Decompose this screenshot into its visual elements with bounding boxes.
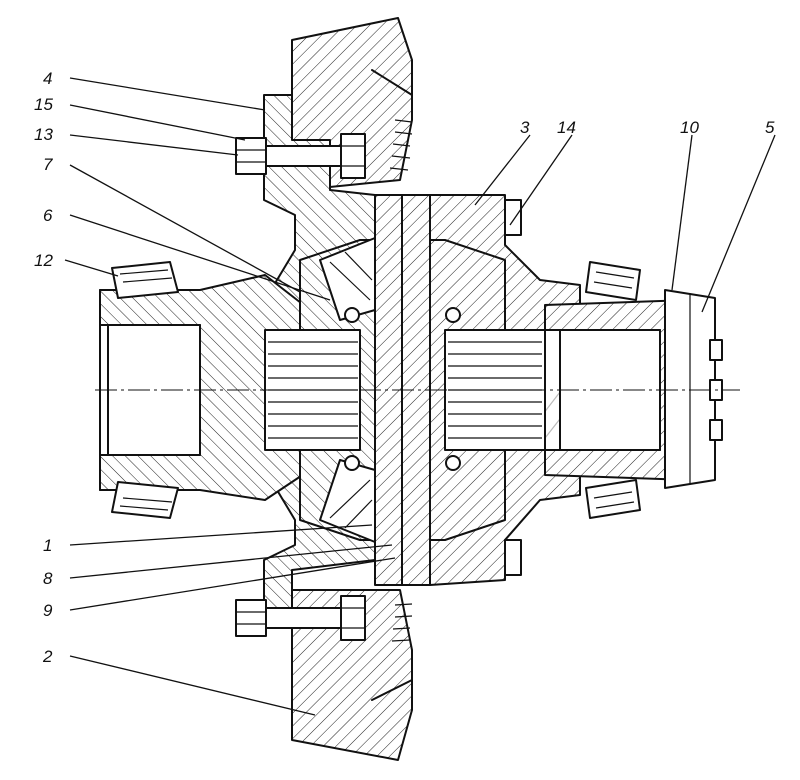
callout-12: 12 — [34, 251, 53, 270]
satellite-gear-upper — [319, 237, 376, 321]
right-nut — [664, 289, 723, 489]
washers — [344, 307, 461, 471]
callout-10: 10 — [680, 118, 699, 137]
callout-6: 6 — [43, 206, 53, 225]
callout-9: 9 — [43, 601, 53, 620]
callout-3: 3 — [520, 118, 530, 137]
right-bearing — [585, 261, 641, 519]
callout-1: 1 — [43, 536, 52, 555]
upper-bolt — [235, 133, 366, 179]
callout-8: 8 — [43, 569, 53, 588]
ring-gear-lower — [291, 589, 413, 761]
lower-bolt — [235, 595, 366, 641]
callout-14: 14 — [557, 118, 576, 137]
leader-lines — [64, 77, 776, 716]
satellite-gear-lower — [319, 459, 376, 543]
callout-labels: 4 15 13 7 6 12 3 14 10 5 1 8 9 2 — [34, 69, 775, 666]
callout-4: 4 — [43, 69, 52, 88]
callout-15: 15 — [34, 95, 53, 114]
callout-5: 5 — [765, 118, 775, 137]
callout-7: 7 — [43, 155, 53, 174]
callout-2: 2 — [42, 647, 53, 666]
left-bearing — [111, 261, 179, 519]
callout-13: 13 — [34, 125, 53, 144]
